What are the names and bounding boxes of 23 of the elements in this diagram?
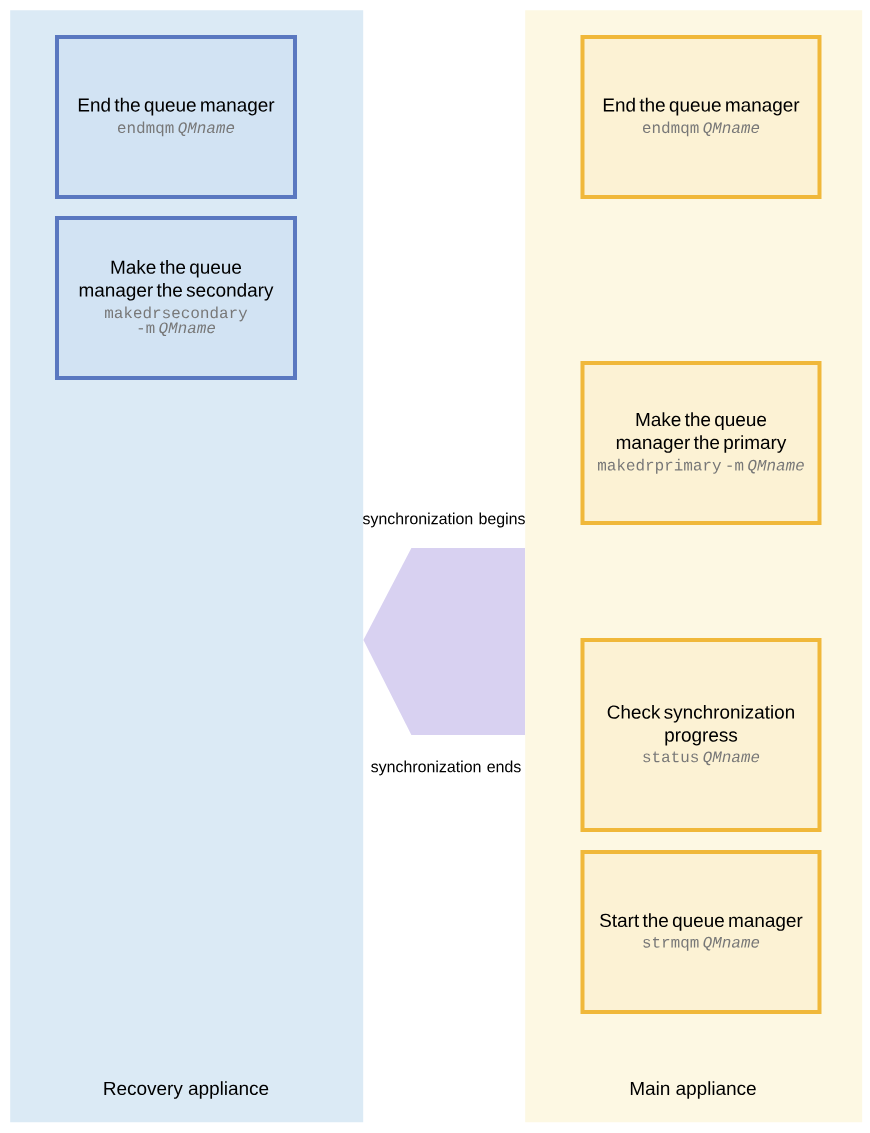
step-box [580, 361, 822, 525]
block-arrow [363, 548, 525, 735]
command-text: strmqm QMname [643, 936, 760, 951]
arrow-caption: synchronization begins [362, 512, 525, 528]
step-box [55, 216, 297, 380]
command-text: makedrprimary -m QMname [598, 458, 804, 474]
arrow-caption: synchronization ends [371, 760, 521, 776]
command-text: makedrsecondary -m QMname [105, 306, 248, 337]
step-title: Start the queue manager [600, 913, 803, 931]
step-title: Make the queue manager the secondary [79, 259, 274, 301]
step-box [55, 35, 297, 199]
step-title: End the queue manager [78, 97, 275, 116]
command-text: status QMname [643, 751, 760, 766]
step-box [580, 638, 822, 832]
command-text: endmqm QMname [118, 121, 235, 137]
step-box [580, 850, 822, 1014]
step-title: Make the queue manager the primary [616, 412, 787, 453]
step-title: End the queue manager [603, 97, 800, 116]
step-box [580, 35, 822, 199]
panel-label: Main appliance [630, 1081, 756, 1099]
command-text: endmqm QMname [642, 121, 760, 137]
panel-label: Recovery appliance [104, 1081, 269, 1099]
step-title: Check synchronization progress [607, 704, 794, 746]
